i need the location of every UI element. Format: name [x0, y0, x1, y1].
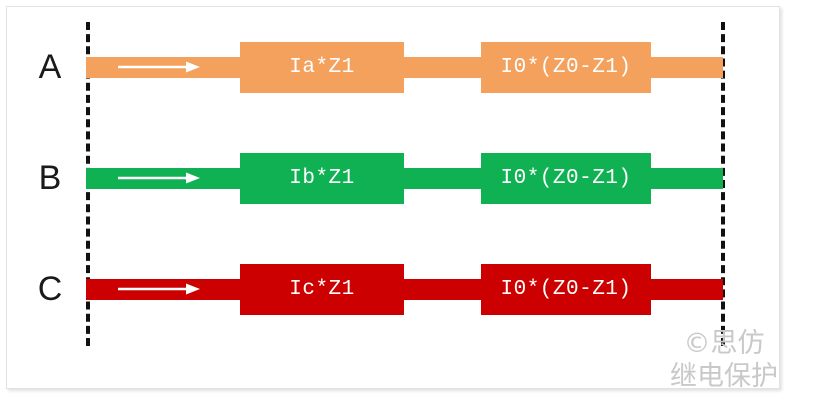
phase-a-current-direction-arrow-icon [118, 61, 200, 73]
watermark: ©思仿 继电保护 [670, 327, 778, 393]
phase-c-segment-1-box: Ic*Z1 [240, 264, 404, 315]
phase-c-current-direction-arrow-icon [118, 283, 200, 295]
phase-b-segment-2-box: I0*(Z0-Z1) [481, 153, 651, 204]
phase-b-current-direction-arrow-icon [118, 172, 200, 184]
phase-c-segment-2-box: I0*(Z0-Z1) [481, 264, 651, 315]
phase-a-segment-2-box: I0*(Z0-Z1) [481, 42, 651, 93]
phase-label-b: B [38, 159, 62, 197]
watermark-line-1: ©思仿 [683, 328, 765, 359]
phase-b-segment-1-box: Ib*Z1 [240, 153, 404, 204]
phase-label-a: A [38, 48, 62, 86]
phase-a-segment-1-box: Ia*Z1 [240, 42, 404, 93]
phase-label-c: C [37, 270, 63, 308]
right-boundary-dashed-line [721, 22, 725, 346]
watermark-line-2: 继电保护 [670, 361, 778, 392]
